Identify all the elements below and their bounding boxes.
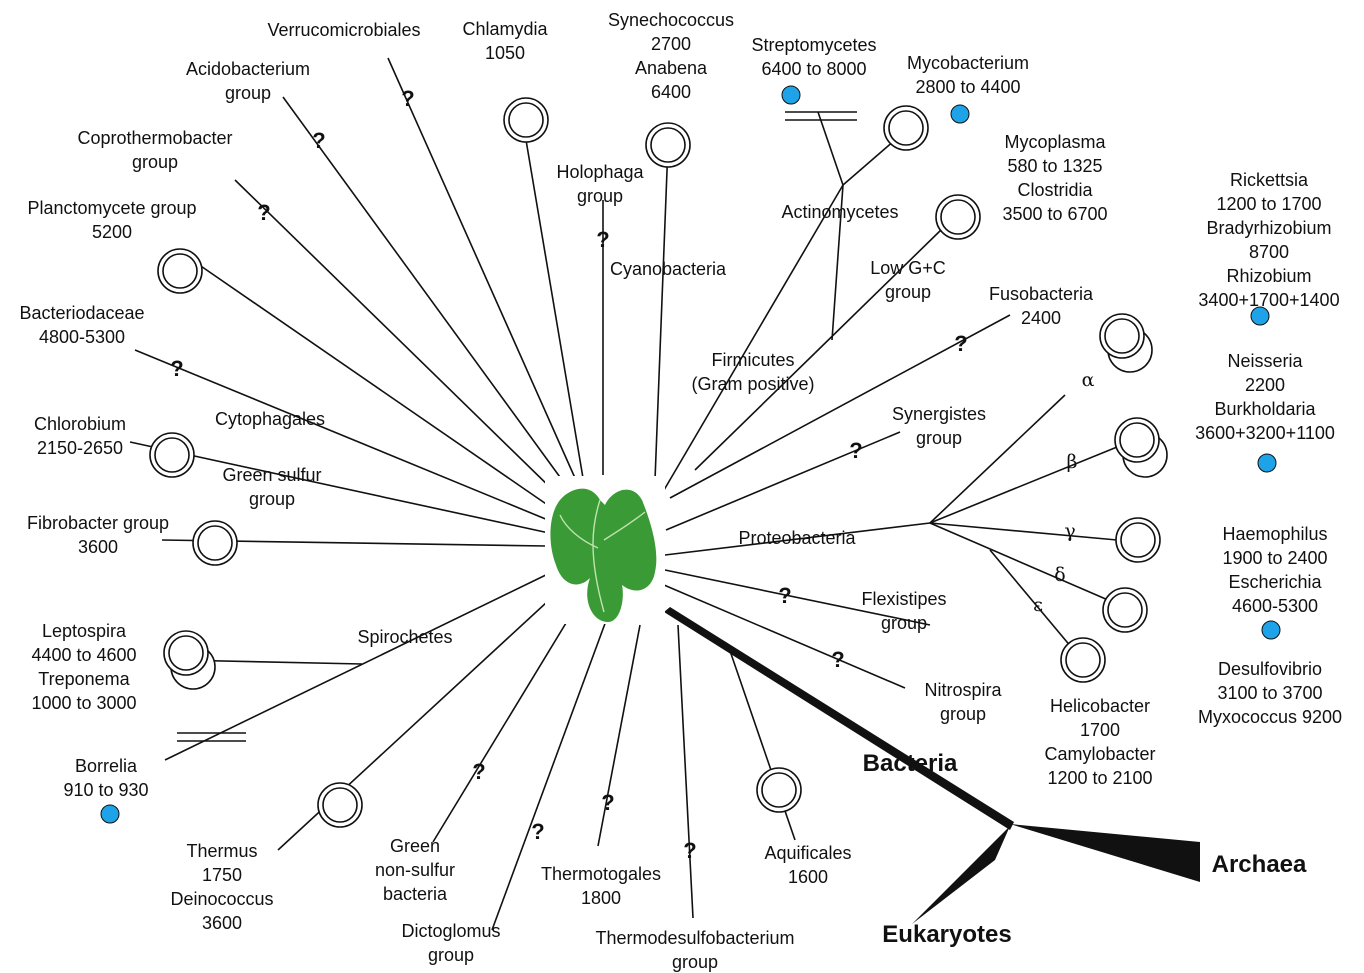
label-verrucomicrobiales: Verrucomicrobiales [267, 20, 421, 40]
unknown-mark: ? [954, 331, 968, 356]
break-marks [177, 111, 857, 742]
label-neisseria: Neisseria 2200 Burkholdaria 3600+3200+11… [1195, 351, 1335, 443]
label-aquificales: Aquificales 1600 [764, 843, 852, 887]
domain-branches [664, 607, 1200, 924]
label-mycobacterium: Mycobacterium 2800 to 4400 [906, 53, 1030, 97]
label-cytophagales: Cytophagales [214, 409, 326, 429]
unknown-mark: ? [831, 647, 845, 672]
unknown-mark: ? [312, 128, 326, 153]
label-haemophilus: Haemophilus 1900 to 2400 Escherichia 460… [1222, 524, 1328, 616]
unknown-mark: ? [257, 200, 271, 225]
label-dictoglomus: Dictoglomus group [401, 921, 501, 965]
label-acidobacterium: Acidobacterium group [185, 59, 311, 103]
label-bacteriodaceae: Bacteriodaceae 4800-5300 [19, 303, 145, 347]
label-nitrospira: Nitrospira group [924, 680, 1002, 724]
leaf-icon [545, 476, 665, 624]
label-fusobacteria: Fusobacteria 2400 [988, 284, 1094, 328]
label-epsilon: ε [1033, 594, 1043, 616]
label-chlorobium: Chlorobium 2150-2650 [33, 414, 127, 458]
label-streptomycetes: Streptomycetes 6400 to 8000 [751, 35, 877, 79]
domain-archaea-label: Archaea [1211, 851, 1307, 878]
label-flexistipes: Flexistipes group [861, 589, 947, 633]
unknown-mark: ? [401, 86, 415, 111]
blue-markers [100, 85, 1281, 824]
label-thermus: Thermus 1750 Deinococcus 3600 [170, 841, 274, 933]
label-low-gc: Low G+C group [870, 258, 946, 302]
label-synechococcus: Synechococcus 2700 Anabena 6400 [607, 10, 735, 102]
label-firmicutes: Firmicutes (Gram positive) [691, 350, 815, 394]
genome-markers [149, 97, 1168, 828]
label-planctomycete: Planctomycete group 5200 [27, 198, 197, 242]
label-fibrobacter: Fibrobacter group 3600 [26, 513, 170, 557]
unknown-mark: ? [170, 356, 184, 381]
label-thermodesulfobacterium: Thermodesulfobacterium group [595, 928, 795, 972]
unknown-mark: ? [778, 583, 792, 608]
label-rickettsia: Rickettsia 1200 to 1700 Bradyrhizobium 8… [1198, 170, 1340, 310]
unknown-mark: ? [596, 227, 610, 252]
label-green-sulfur: Green sulfur group [222, 465, 322, 509]
label-desulfovibrio: Desulfovibrio 3100 to 3700 Myxococcus 92… [1197, 659, 1343, 727]
label-alpha: α [1081, 369, 1095, 391]
label-cyanobacteria: Cyanobacteria [609, 259, 727, 279]
unknown-mark: ? [683, 838, 697, 863]
label-actinomycetes: Actinomycetes [781, 202, 899, 222]
label-beta: β [1066, 451, 1078, 473]
label-mycoplasma: Mycoplasma 580 to 1325 Clostridia 3500 t… [1002, 132, 1108, 224]
label-thermotogales: Thermotogales 1800 [540, 864, 662, 908]
unknown-mark: ? [472, 759, 486, 784]
label-delta: δ [1054, 564, 1066, 586]
label-chlamydia: Chlamydia 1050 [462, 19, 548, 63]
domain-eukaryotes-label: Eukaryotes [882, 921, 1012, 948]
unknown-mark: ? [849, 438, 863, 463]
label-green-non-sulfur: Green non-sulfur bacteria [374, 836, 456, 904]
label-leptospira: Leptospira 4400 to 4600 Treponema 1000 t… [31, 621, 137, 713]
label-spirochetes: Spirochetes [357, 627, 453, 647]
label-borrelia: Borrelia 910 to 930 [63, 756, 149, 800]
unknown-mark: ? [601, 790, 615, 815]
label-synergistes: Synergistes group [891, 404, 987, 448]
label-helicobacter: Helicobacter 1700 Camylobacter 1200 to 2… [1044, 696, 1156, 788]
domain-bacteria-label: Bacteria [862, 750, 958, 777]
label-proteobacteria: Proteobacteria [738, 528, 856, 548]
label-gamma: γ [1064, 520, 1076, 542]
label-holophaga: Holophaga group [556, 162, 644, 206]
unknown-mark: ? [531, 819, 545, 844]
label-coprothermobacter: Coprothermobacter group [77, 128, 233, 172]
